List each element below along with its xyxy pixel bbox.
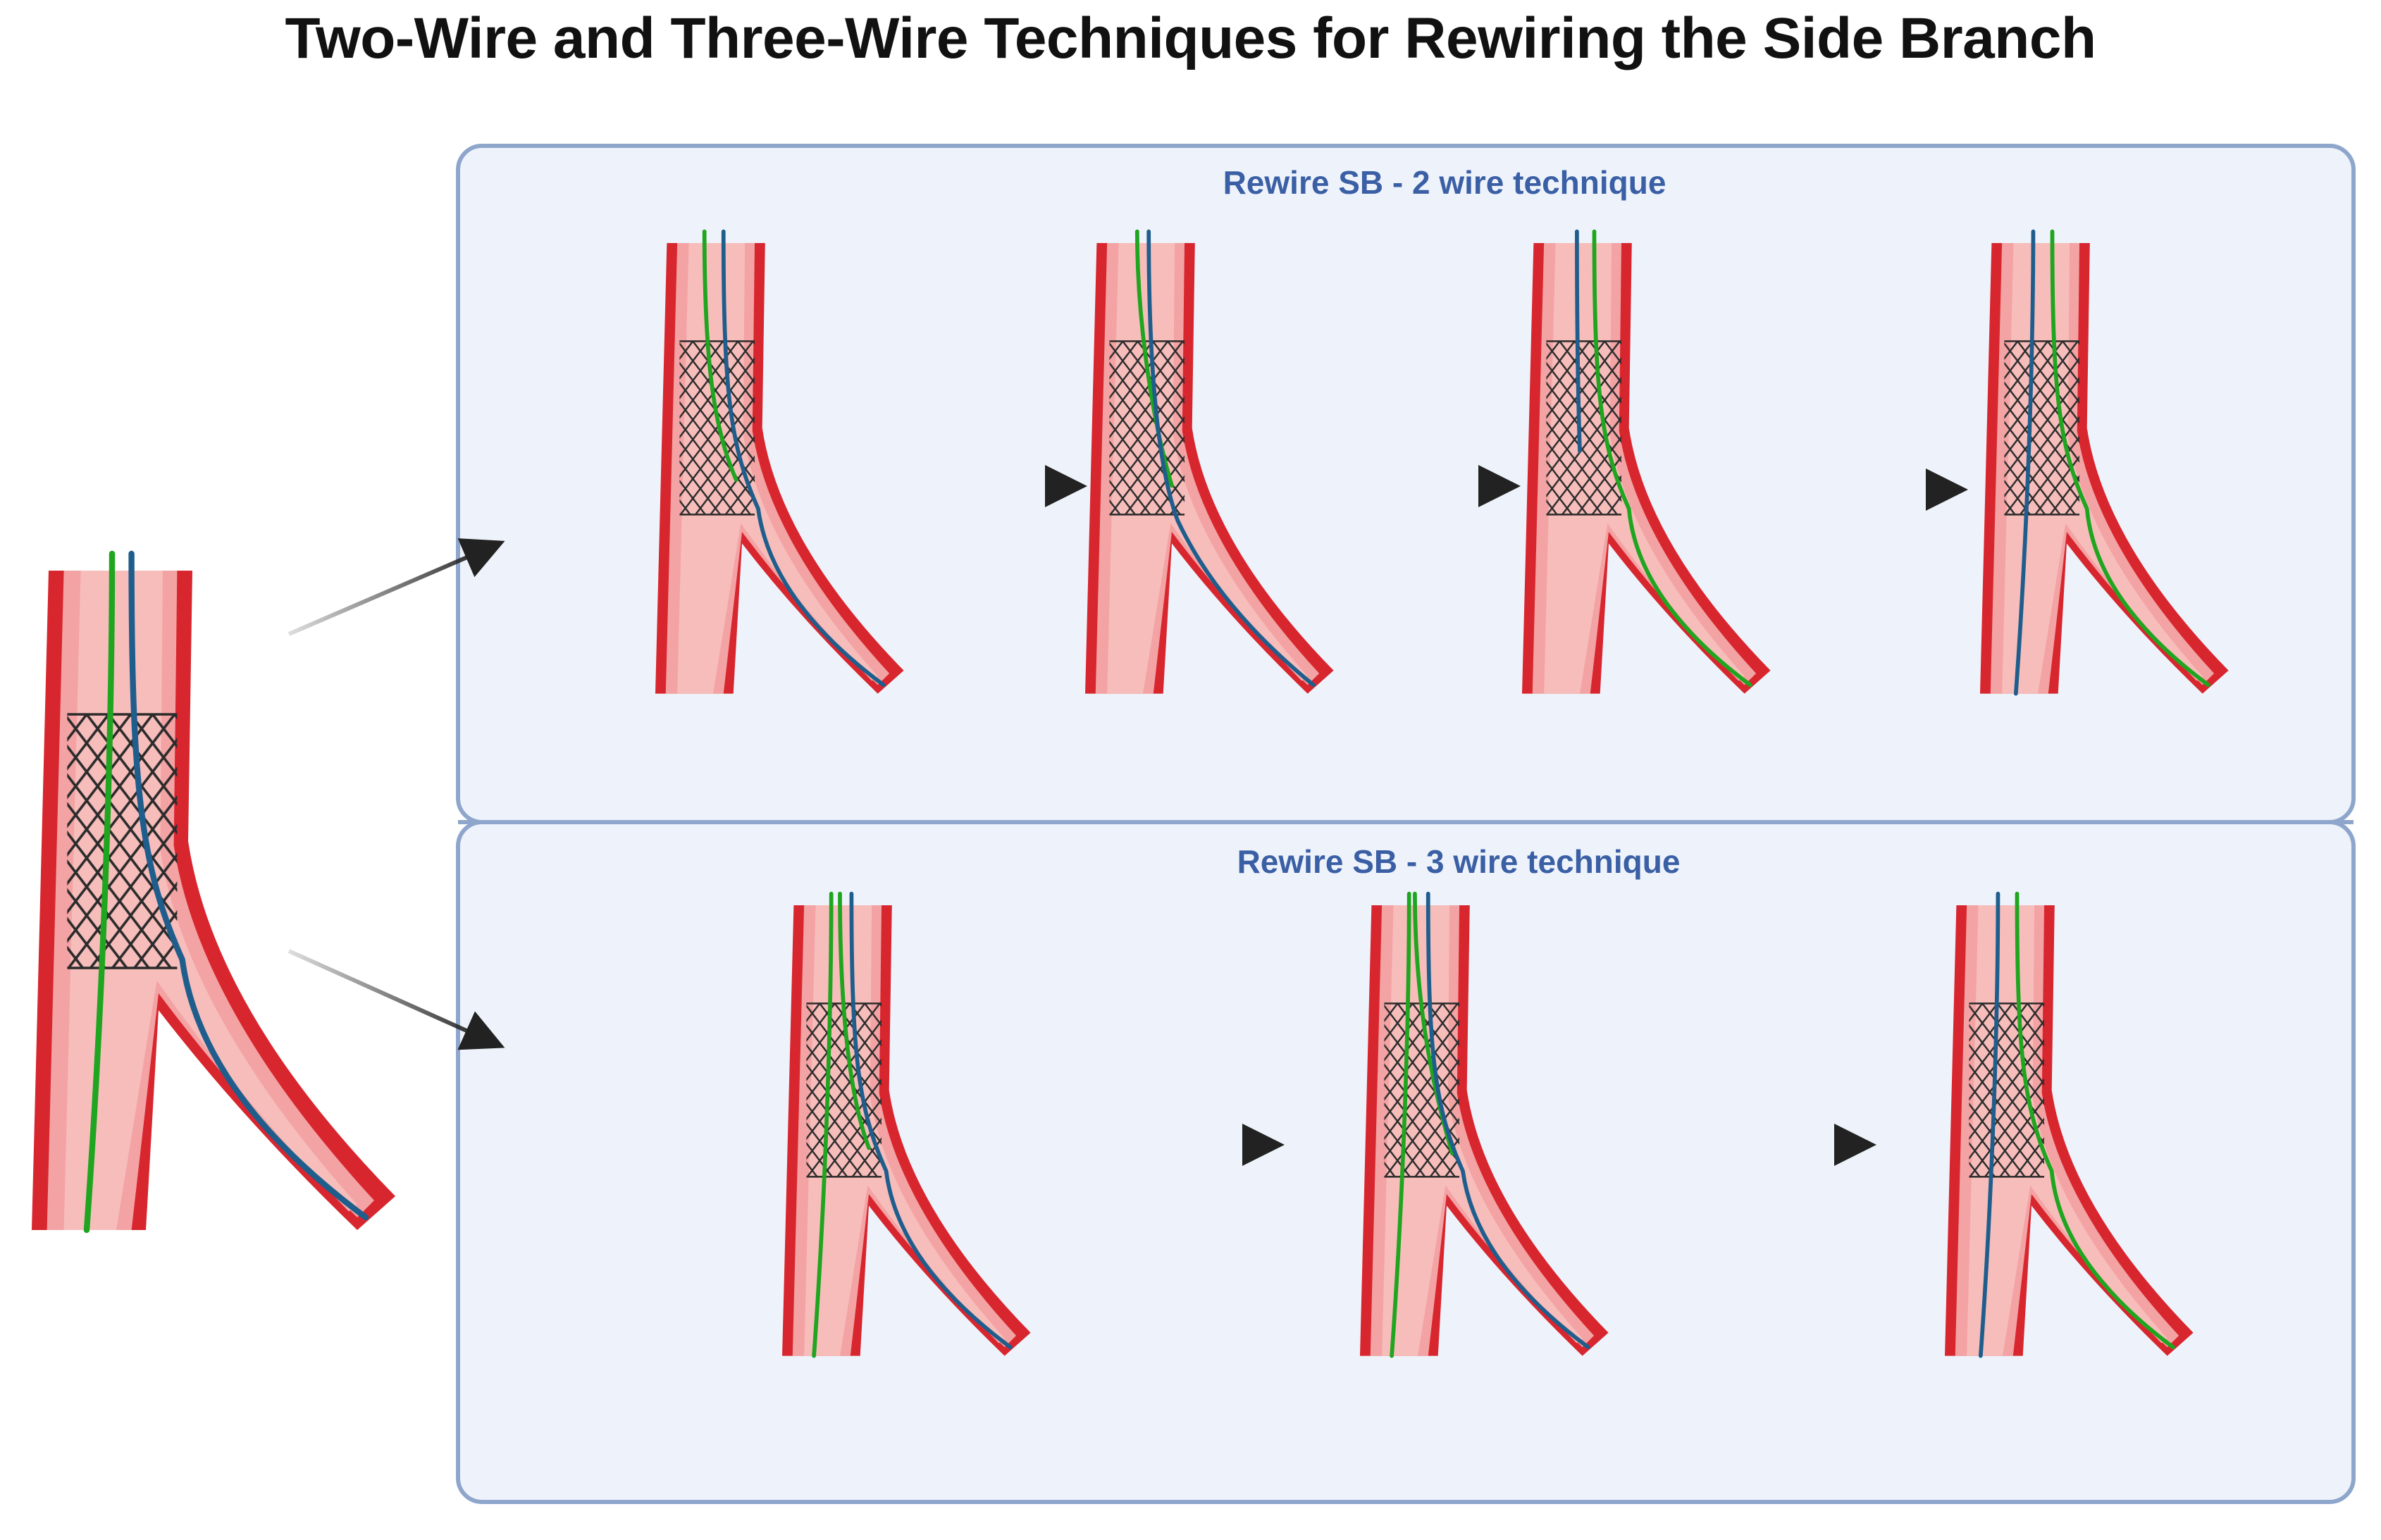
vessel-two-wire-step-4: [1980, 229, 2229, 696]
stent-mesh-icon: [1384, 1002, 1460, 1178]
green-guidewire-icon: [1592, 229, 1752, 688]
green-guidewire-icon: [702, 229, 738, 483]
green-guidewire-icon: [83, 550, 116, 1234]
figure-title: Two-Wire and Three-Wire Techniques for R…: [285, 6, 2096, 70]
blue-guidewire-icon: [1978, 891, 2000, 1358]
blue-guidewire-icon: [1146, 229, 1316, 688]
green-guidewire-icon: [1390, 891, 1411, 1358]
right-arrow-icon: [287, 538, 505, 636]
blue-guidewire-icon: [128, 550, 369, 1221]
vessel-three-wire-step-2: [1360, 891, 1609, 1358]
green-guidewire-icon: [838, 891, 871, 1150]
right-arrow-icon: [287, 949, 505, 1050]
vessel-three-wire-step-1: [782, 891, 1031, 1358]
stent-mesh-icon: [67, 713, 178, 969]
stent-mesh-icon: [1969, 1002, 2045, 1178]
green-guidewire-icon: [2050, 229, 2210, 688]
vessel-initial: [32, 550, 395, 1234]
stent-mesh-icon: [679, 340, 755, 516]
vessel-three-wire-step-3: [1945, 891, 2194, 1358]
blue-guidewire-icon: [2013, 229, 2036, 696]
stent-mesh-icon: [2004, 340, 2080, 516]
vessel-two-wire-step-3: [1522, 229, 1771, 694]
panel-title-two-wire: Rewire SB - 2 wire technique: [1223, 164, 1666, 201]
green-guidewire-icon: [812, 891, 834, 1358]
vessel-two-wire-step-1: [655, 229, 904, 694]
blue-guidewire-icon: [1425, 891, 1590, 1350]
stent-mesh-icon: [1546, 340, 1622, 516]
blue-guidewire-icon: [1575, 229, 1582, 454]
blue-guidewire-icon: [721, 229, 886, 688]
panel-title-three-wire: Rewire SB - 3 wire technique: [1237, 843, 1681, 880]
blue-guidewire-icon: [849, 891, 1013, 1350]
green-guidewire-icon: [1134, 229, 1174, 488]
green-guidewire-icon: [2015, 891, 2175, 1350]
vessel-two-wire-step-2: [1085, 229, 1334, 694]
